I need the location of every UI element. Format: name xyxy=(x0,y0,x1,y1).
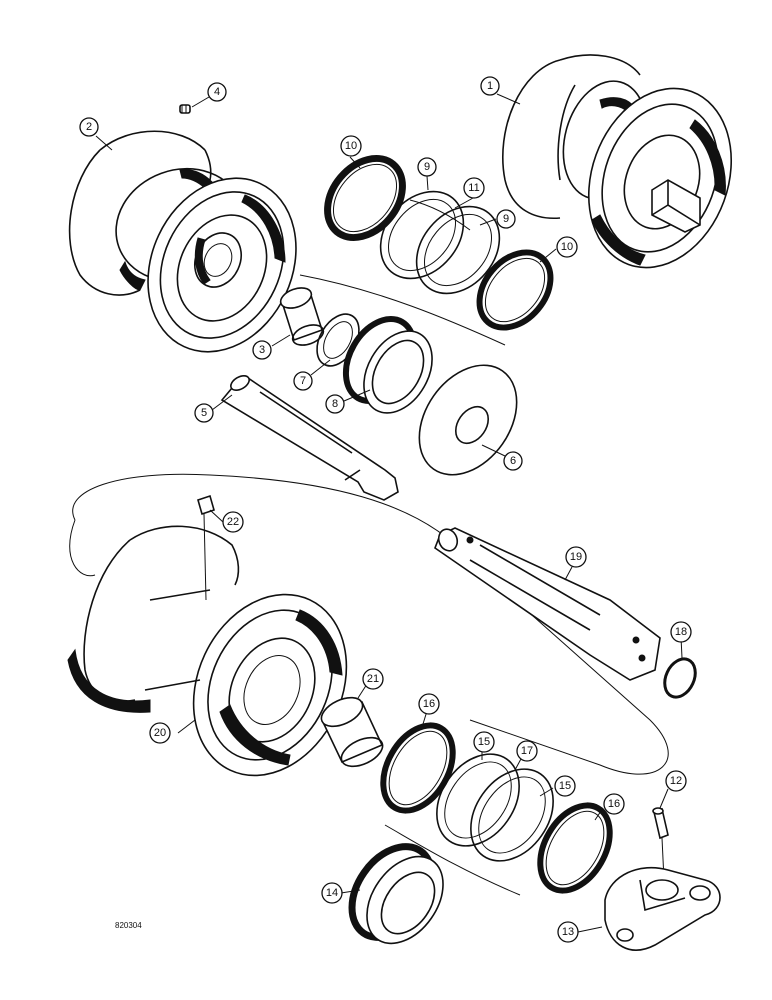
svg-text:9: 9 xyxy=(503,213,509,225)
callout-15-upper: 15 xyxy=(473,731,495,753)
svg-text:10: 10 xyxy=(561,241,573,253)
svg-text:11: 11 xyxy=(468,182,479,194)
svg-text:16: 16 xyxy=(423,698,435,710)
svg-text:16: 16 xyxy=(608,798,620,810)
svg-text:13: 13 xyxy=(562,926,574,938)
callout-12: 12 xyxy=(665,770,687,792)
svg-text:3: 3 xyxy=(259,344,265,356)
callout-3: 3 xyxy=(252,340,272,360)
svg-text:21: 21 xyxy=(367,673,379,685)
callout-5: 5 xyxy=(194,403,214,423)
seal-group-part-9-11 xyxy=(379,190,501,295)
callout-11: 11 xyxy=(463,177,485,199)
callout-2: 2 xyxy=(79,117,99,137)
callout-19: 19 xyxy=(565,546,587,568)
svg-text:15: 15 xyxy=(478,736,490,748)
callout-9-upper: 9 xyxy=(417,157,437,177)
callout-22: 22 xyxy=(222,511,244,533)
callout-17: 17 xyxy=(516,740,538,762)
roller-part-1 xyxy=(501,54,733,269)
svg-text:17: 17 xyxy=(521,745,533,757)
callout-16-lower: 16 xyxy=(603,793,625,815)
svg-text:5: 5 xyxy=(201,407,207,419)
callout-14: 14 xyxy=(321,882,343,904)
separator-line xyxy=(299,274,506,346)
svg-text:12: 12 xyxy=(670,775,682,787)
roller-part-2 xyxy=(68,130,297,353)
bushing-part-21 xyxy=(320,696,384,768)
roller-part-20 xyxy=(67,525,348,777)
pin-part-12 xyxy=(652,807,669,881)
shaft-part-19 xyxy=(434,527,661,681)
seal-ring-part-16-left xyxy=(380,722,456,814)
callout-16-upper: 16 xyxy=(418,693,440,715)
plug-part-22 xyxy=(197,494,215,601)
callout-10-right: 10 xyxy=(556,236,578,258)
svg-text:8: 8 xyxy=(332,398,338,410)
svg-text:22: 22 xyxy=(227,516,239,528)
callout-15-lower: 15 xyxy=(554,775,576,797)
seal-part-14 xyxy=(348,843,444,945)
callout-10-upper: 10 xyxy=(340,135,362,157)
svg-text:10: 10 xyxy=(345,140,357,152)
svg-text:2: 2 xyxy=(86,121,92,133)
bushing-part-3 xyxy=(279,287,325,346)
svg-text:9: 9 xyxy=(424,161,430,173)
svg-text:20: 20 xyxy=(154,727,166,739)
shaft-part-5 xyxy=(220,374,399,501)
seal-ring-part-10-upper xyxy=(324,155,406,241)
svg-text:4: 4 xyxy=(214,86,220,98)
o-ring-part-18 xyxy=(663,657,697,699)
callout-20: 20 xyxy=(149,722,171,744)
svg-text:6: 6 xyxy=(510,455,516,467)
seal-part-8 xyxy=(342,316,433,414)
svg-text:7: 7 xyxy=(300,375,306,387)
collar-part-6 xyxy=(418,364,518,476)
svg-text:14: 14 xyxy=(326,887,338,899)
callout-1: 1 xyxy=(480,76,500,96)
seal-group-part-15-17 xyxy=(436,753,554,862)
seal-ring-part-10-right xyxy=(476,249,554,331)
svg-text:1: 1 xyxy=(487,80,493,92)
callout-13: 13 xyxy=(557,921,579,943)
assembly-boundary-2 xyxy=(69,519,96,577)
svg-text:18: 18 xyxy=(675,626,687,638)
separator-line-lower xyxy=(384,824,521,896)
callout-9-lower: 9 xyxy=(496,209,516,229)
bracket-part-13 xyxy=(604,866,721,951)
callout-6: 6 xyxy=(503,451,523,471)
callout-4: 4 xyxy=(207,82,227,102)
callout-21: 21 xyxy=(362,668,384,690)
seal-ring-part-16-right xyxy=(537,802,613,894)
callout-8: 8 xyxy=(325,394,345,414)
svg-text:15: 15 xyxy=(559,780,571,792)
plug-part-4 xyxy=(179,104,191,114)
callout-18: 18 xyxy=(670,621,692,643)
svg-text:19: 19 xyxy=(570,551,582,563)
assembly-boundary xyxy=(72,473,669,775)
callout-7: 7 xyxy=(293,371,313,391)
drawing-code: 820304 xyxy=(115,921,142,930)
